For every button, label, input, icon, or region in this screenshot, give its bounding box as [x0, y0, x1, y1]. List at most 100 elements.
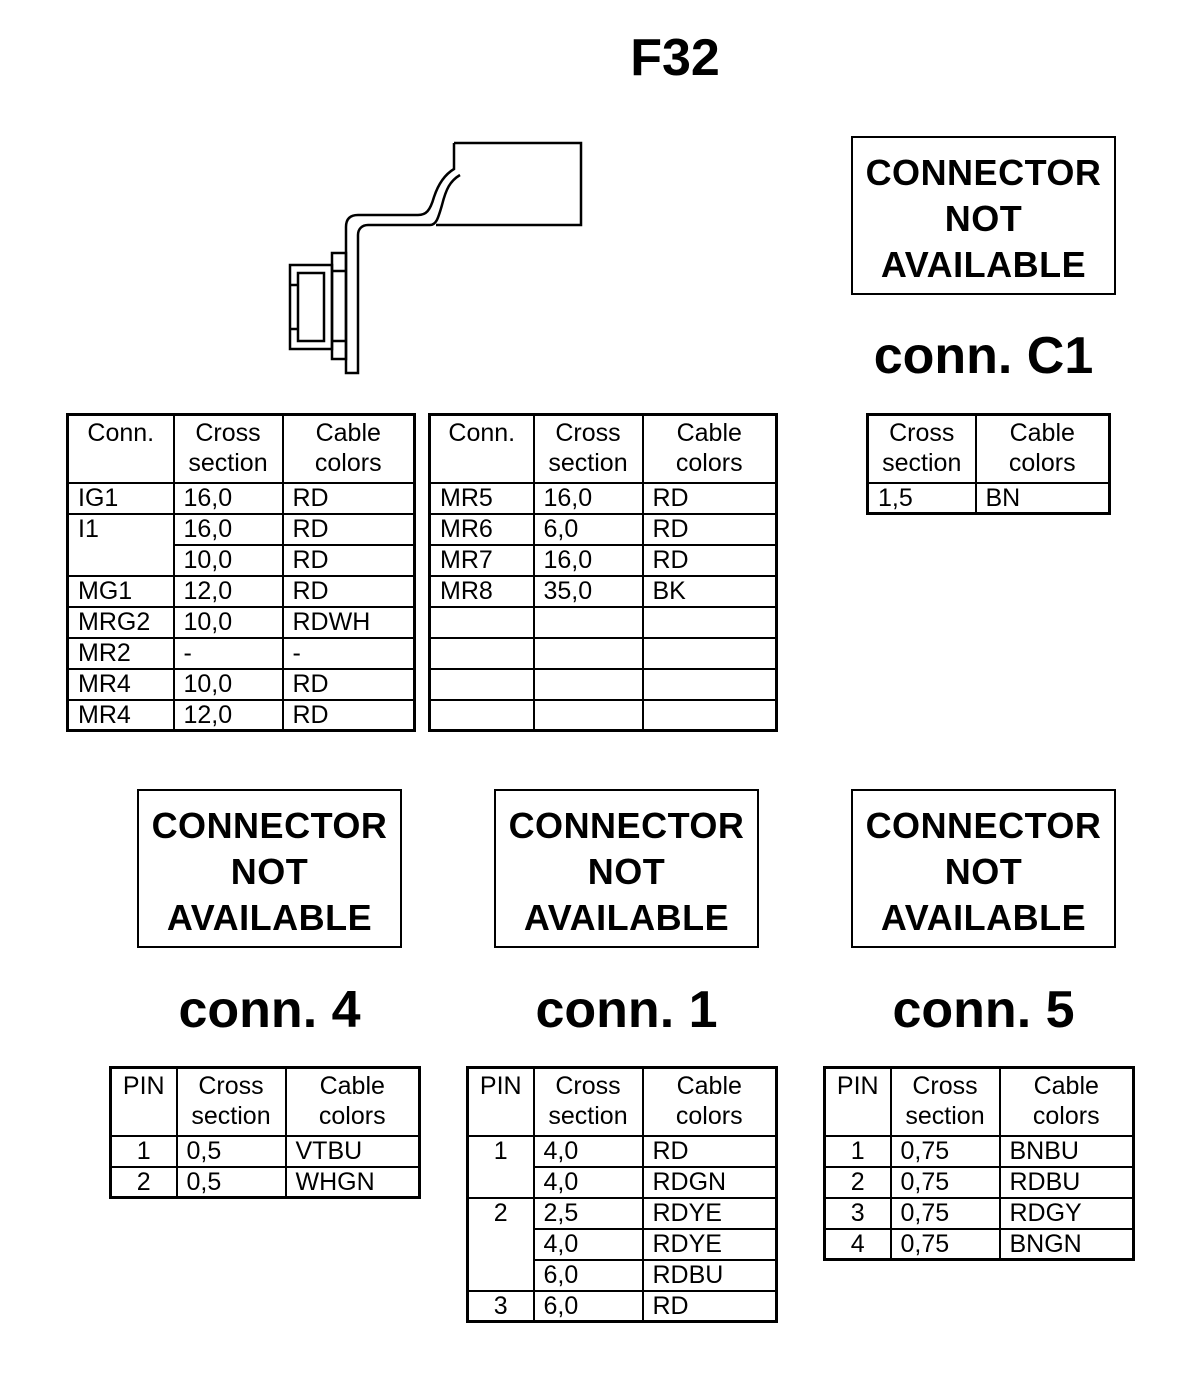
cell-cross: 16,0: [532, 481, 644, 515]
cell-cross: 12,0: [172, 574, 284, 608]
cell-color: [641, 698, 778, 732]
header-conn: Conn.: [66, 413, 175, 484]
cell-pin: 3: [466, 1289, 535, 1323]
cell-pin: 1: [466, 1134, 535, 1199]
header-pin: PIN: [466, 1066, 535, 1137]
na-line-2: NOT: [587, 851, 666, 892]
cell-color: RD: [641, 481, 778, 515]
table-row: [428, 698, 778, 732]
cell-color: RDBU: [998, 1165, 1135, 1199]
cell-conn: IG1: [66, 481, 175, 515]
cell-conn: MG1: [66, 574, 175, 608]
cell-pin: 2: [466, 1196, 535, 1292]
cell-color: [641, 605, 778, 639]
cell-color: RD: [641, 1134, 778, 1168]
cell-cross: 35,0: [532, 574, 644, 608]
cell-cross: -: [172, 636, 284, 670]
na-line-1: CONNECTOR: [151, 805, 388, 846]
cell-conn: MR5: [428, 481, 535, 515]
cell-cross: 2,5: [532, 1196, 644, 1230]
cell-color: BNGN: [998, 1227, 1135, 1261]
cell-color: RD: [281, 512, 416, 546]
cell-color: RD: [281, 481, 416, 515]
cell-color: WHGN: [284, 1165, 421, 1199]
cell-color: RDBU: [641, 1258, 778, 1292]
table-row: [428, 667, 778, 701]
connector-not-available-4: CONNECTOR NOT AVAILABLE: [137, 789, 402, 948]
cell-conn: [428, 605, 535, 639]
cell-cross: [532, 667, 644, 701]
cell-color: RDWH: [281, 605, 416, 639]
terminal-connector-drawing: [288, 141, 583, 375]
cell-cross: 4,0: [532, 1227, 644, 1261]
cell-cross: 1,5: [866, 481, 977, 515]
cell-cross: 4,0: [532, 1165, 644, 1199]
cell-color: RD: [281, 698, 416, 732]
na-line-2: NOT: [944, 851, 1023, 892]
cell-color: VTBU: [284, 1134, 421, 1168]
cell-conn: MR4: [66, 667, 175, 701]
cell-color: -: [281, 636, 416, 670]
connector-not-available-5: CONNECTOR NOT AVAILABLE: [851, 789, 1116, 948]
cell-cross: 16,0: [532, 543, 644, 577]
cell-cross: 0,75: [889, 1165, 1001, 1199]
cell-color: RD: [281, 667, 416, 701]
cell-conn: [428, 667, 535, 701]
cell-color: RDYE: [641, 1196, 778, 1230]
cell-cross: 0,5: [175, 1134, 287, 1168]
cell-cross: 0,75: [889, 1134, 1001, 1168]
na-line-2: NOT: [230, 851, 309, 892]
conn-c1-label: conn. C1: [873, 327, 1094, 385]
cell-cross: [532, 605, 644, 639]
cell-color: RD: [641, 1289, 778, 1323]
na-line-1: CONNECTOR: [865, 805, 1102, 846]
cell-conn: MR6: [428, 512, 535, 546]
cell-conn: I1: [66, 512, 175, 577]
page-title: F32: [630, 29, 720, 87]
cell-cross: 0,5: [175, 1165, 287, 1199]
table-row: MR2--: [66, 636, 416, 670]
connector-not-available-c1: CONNECTOR NOT AVAILABLE: [851, 136, 1116, 295]
cell-color: BNBU: [998, 1134, 1135, 1168]
na-line-1: CONNECTOR: [865, 152, 1102, 193]
cell-cross: 0,75: [889, 1196, 1001, 1230]
cell-conn: [428, 698, 535, 732]
cell-pin: 2: [109, 1165, 178, 1199]
cell-cross: 16,0: [172, 512, 284, 546]
na-line-2: NOT: [944, 198, 1023, 239]
na-line-3: AVAILABLE: [880, 244, 1087, 285]
cell-color: BN: [974, 481, 1111, 515]
conn-5-label: conn. 5: [892, 981, 1075, 1039]
connector-not-available-1: CONNECTOR NOT AVAILABLE: [494, 789, 759, 948]
cell-cross: 6,0: [532, 512, 644, 546]
cell-pin: 3: [823, 1196, 892, 1230]
cell-color: RD: [641, 512, 778, 546]
